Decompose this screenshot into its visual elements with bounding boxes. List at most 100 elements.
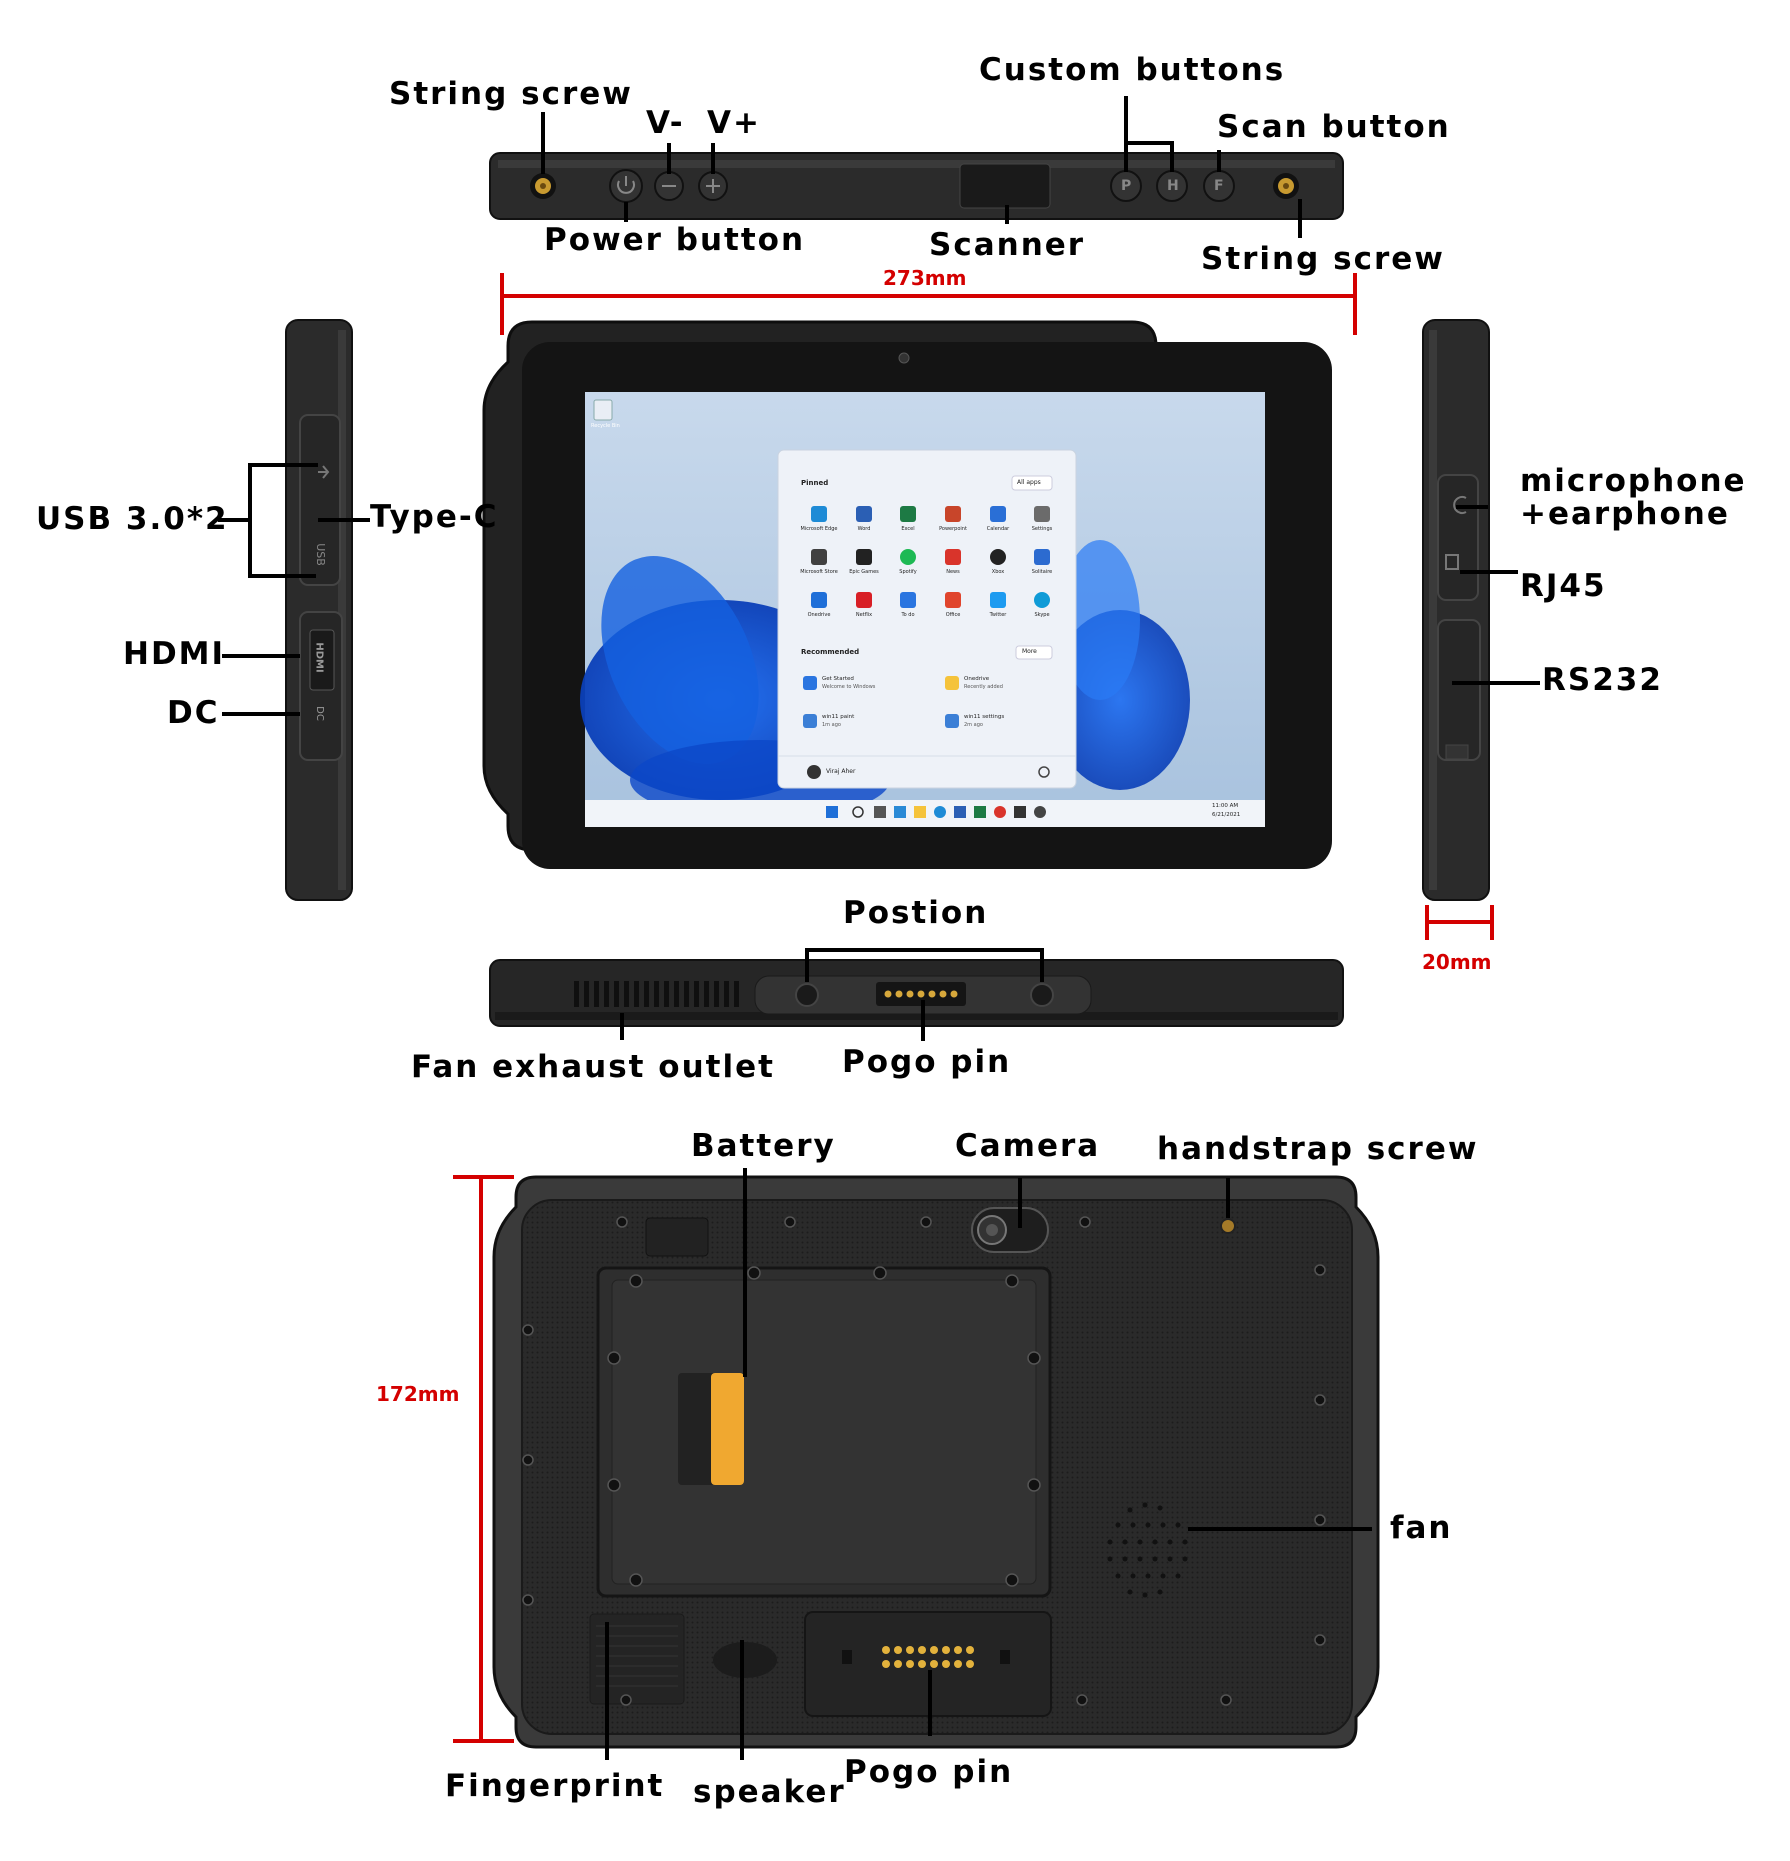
fingerprint-pad	[589, 1613, 685, 1705]
label-type-c: Type-C	[370, 499, 499, 535]
label-v-minus: V-	[646, 105, 685, 141]
start-app-label[interactable]: Skype	[1034, 612, 1050, 618]
label-usb: USB 3.0*2	[36, 501, 229, 537]
battery-screws	[607, 1266, 1041, 1587]
start-app-label[interactable]: Word	[857, 526, 871, 532]
label-dc: DC	[167, 695, 220, 731]
top-edge-view	[489, 152, 1344, 220]
start-app-label[interactable]: Excel	[901, 526, 915, 532]
usb-cover	[299, 414, 341, 586]
start-app-label[interactable]: Office	[945, 612, 961, 618]
user-avatar	[807, 765, 821, 779]
label-custom-buttons: Custom buttons	[979, 52, 1286, 88]
wallpaper-bloom	[580, 540, 1190, 820]
taskbar-time: 11:00 AM	[1212, 803, 1239, 809]
custom-button-p: P	[1121, 178, 1132, 194]
scan-button-f: F	[1214, 178, 1224, 194]
recycle-bin-icon	[593, 399, 613, 421]
rear-fan-grille	[1107, 1502, 1188, 1598]
start-app-label[interactable]: Microsoft Edge	[800, 526, 838, 532]
start-menu	[777, 449, 1077, 789]
postion-hole-right	[1030, 983, 1054, 1007]
label-rs232: RS232	[1542, 662, 1663, 698]
start-app-label[interactable]: Xbox	[991, 569, 1005, 575]
dimension-width: 273mm	[883, 266, 967, 290]
start-pinned-title: Pinned	[801, 479, 829, 487]
start-app-label[interactable]: To do	[901, 612, 915, 618]
scanner-window	[959, 163, 1051, 209]
start-app-label[interactable]: Epic Games	[849, 569, 879, 575]
front-camera-icon	[898, 352, 910, 364]
string-screw-right-part	[1273, 173, 1299, 199]
dimension-lines	[453, 273, 1494, 1743]
audio-rj45-cover	[1437, 474, 1479, 601]
taskbar-date: 6/21/2021	[1212, 812, 1241, 818]
power-icon	[1038, 766, 1050, 778]
start-app-label[interactable]: Netflix	[855, 612, 873, 618]
rec-item-title[interactable]: Onedrive	[964, 676, 990, 682]
earphone-symbol-icon	[1453, 496, 1467, 514]
label-rj45: RJ45	[1520, 568, 1607, 604]
label-string-screw-left: String screw	[389, 76, 633, 112]
rj45-symbol-icon	[1445, 554, 1459, 570]
rear-speaker	[713, 1642, 777, 1678]
label-fingerprint: Fingerprint	[445, 1768, 665, 1804]
label-power-button: Power button	[544, 222, 806, 258]
start-recommended-title: Recommended	[801, 648, 860, 656]
dimension-depth: 20mm	[1422, 950, 1492, 974]
right-side-view	[1422, 319, 1490, 901]
label-v-plus: V+	[707, 105, 761, 141]
label-postion: Postion	[843, 895, 989, 931]
bottom-pogo-pins	[884, 990, 958, 998]
start-app-label[interactable]: Settings	[1031, 526, 1053, 532]
back-view	[492, 1175, 1380, 1749]
dc-port-marking: DC	[313, 706, 325, 721]
start-app-icons	[803, 506, 1050, 728]
hdmi-port-marking: HDMI	[313, 642, 325, 673]
rec-item-title[interactable]: Get Started	[822, 676, 854, 682]
fan-exhaust-grille	[574, 981, 739, 1007]
label-scan-button: Scan button	[1217, 109, 1451, 145]
label-fan: fan	[1390, 1510, 1453, 1546]
button-symbols	[617, 176, 720, 194]
start-app-label[interactable]: Solitaire	[1031, 569, 1053, 575]
dimension-height: 172mm	[376, 1382, 460, 1406]
label-scanner: Scanner	[929, 227, 1086, 263]
start-app-label[interactable]: Spotify	[899, 569, 917, 575]
bottom-edge-view	[489, 959, 1344, 1027]
taskbar-icons	[826, 806, 1046, 818]
label-handstrap-screw: handstrap screw	[1157, 1131, 1479, 1167]
rec-item-sub: 1m ago	[822, 722, 841, 728]
label-fan-exhaust-outlet: Fan exhaust outlet	[411, 1049, 775, 1085]
left-side-view	[285, 319, 353, 901]
label-pogo-pin-back: Pogo pin	[844, 1754, 1014, 1790]
start-app-label[interactable]: Onedrive	[807, 612, 831, 618]
rec-item-title[interactable]: win11 paint	[822, 714, 855, 720]
start-app-label[interactable]: News	[946, 569, 960, 575]
start-app-label[interactable]: Twitter	[989, 612, 1007, 618]
handstrap-screw-part	[1220, 1218, 1236, 1234]
start-app-label[interactable]: Calendar	[986, 526, 1010, 532]
start-user-name[interactable]: Viraj Aher	[826, 768, 856, 775]
label-microphone-earphone: microphone +earphone	[1520, 463, 1747, 532]
rs232-cover	[1437, 619, 1481, 761]
start-app-label[interactable]: Powerpoint	[939, 526, 967, 532]
start-more-button[interactable]: More	[1022, 648, 1037, 655]
usb-symbol-icon	[318, 465, 330, 479]
rec-item-title[interactable]: win11 settings	[964, 714, 1005, 720]
rec-item-sub: Recently added	[964, 684, 1003, 690]
leader-lines	[218, 96, 1540, 1760]
rear-frame-screws	[522, 1216, 1326, 1706]
start-all-apps-button[interactable]: All apps	[1017, 479, 1041, 486]
rec-item-sub: 2m ago	[964, 722, 983, 728]
label-pogo-pin-bottom: Pogo pin	[842, 1044, 1012, 1080]
label-string-screw-right: String screw	[1201, 241, 1445, 277]
label-battery: Battery	[691, 1128, 836, 1164]
rec-item-sub: Welcome to Windows	[822, 684, 876, 690]
label-hdmi: HDMI	[123, 636, 226, 672]
label-speaker: speaker	[693, 1774, 846, 1810]
start-app-label[interactable]: Microsoft Store	[800, 569, 838, 575]
battery-label	[678, 1373, 744, 1485]
postion-hole-left	[795, 983, 819, 1007]
